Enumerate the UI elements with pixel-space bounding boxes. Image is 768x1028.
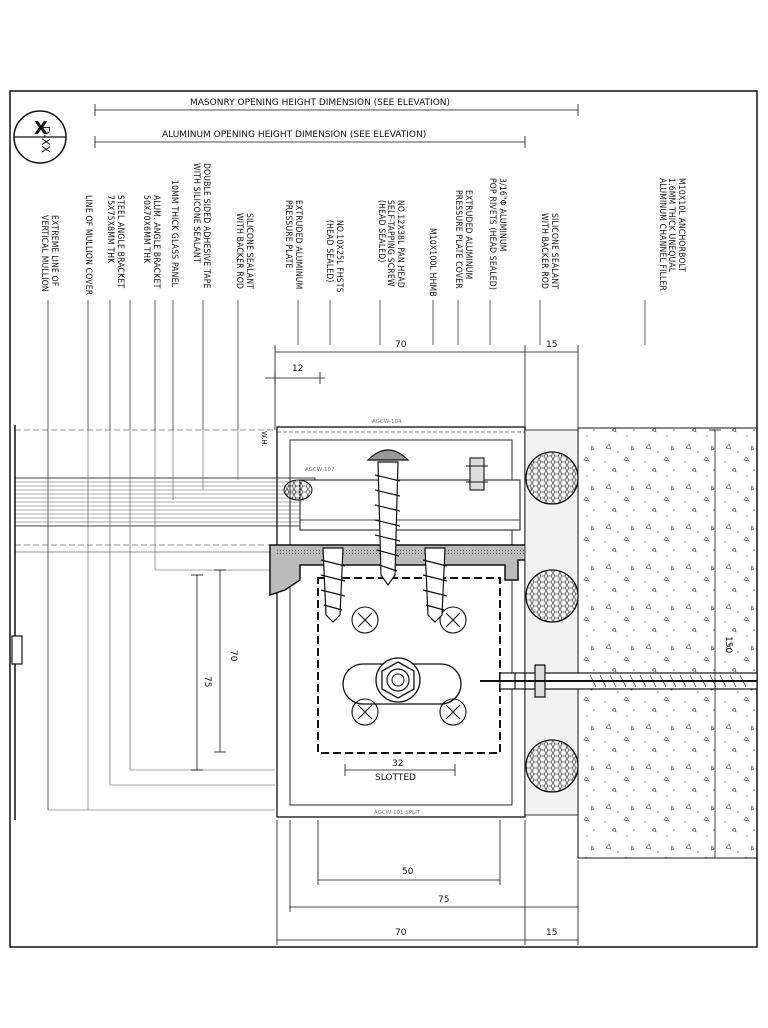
dim-left-75: 75 — [202, 676, 212, 688]
glass-panel — [11, 425, 316, 820]
pop-rivet — [466, 457, 488, 491]
callout-fhsts: NO.10x25L FHSTS (HEAD SEALED) — [324, 220, 345, 293]
callout-hhmb: M10x100L HHMB — [427, 228, 437, 297]
slotted-hole — [342, 657, 462, 705]
angle-bracket — [317, 577, 501, 754]
dim-slotted: SLOTTED — [375, 773, 416, 783]
detail-ref: D-XX — [39, 126, 52, 153]
dim-top-70: 70 — [395, 340, 407, 350]
profile-tag-mid: AGCW-107 — [305, 467, 335, 473]
detail-number: X — [34, 118, 48, 139]
callout-alum-bracket: ALUM. ANGLE BRACKET 50x70x6mm THK — [141, 195, 162, 289]
concrete-wall — [577, 427, 758, 859]
callout-extreme-line: EXTREME LINE OF VERTICAL MULLION — [39, 215, 60, 292]
top-dimension-lines — [94, 104, 579, 148]
dim-top-15: 15 — [546, 340, 558, 350]
dim-left-lines — [191, 569, 456, 776]
dim-top-lines — [265, 345, 579, 430]
callout-pressure-plate: EXTRUDED ALUMINUM PRESSURE PLATE — [283, 200, 304, 290]
dim-bottom-70: 70 — [395, 928, 407, 938]
dim-bottom-lines — [276, 820, 579, 945]
dim-left-70: 70 — [228, 650, 238, 662]
profile-tag-top: AGCW-104 — [372, 419, 402, 425]
callout-pop-rivets: 3/16"Φ ALUMINUM POP RIVETS (HEAD SEALED) — [487, 178, 508, 291]
dim-right-150: 150 — [723, 636, 733, 654]
profile-tag-bottom: AGCW-101 SPLIT — [374, 810, 421, 816]
callout-steel-bracket: STEEL ANGLE BRACKET 75x75x8mm THK — [105, 195, 126, 289]
dim-bottom-50: 50 — [402, 867, 414, 877]
masonry-dim-label: MASONRY OPENING HEIGHT DIMENSION (SEE EL… — [190, 98, 451, 108]
detail-tag — [13, 110, 67, 164]
wh-tag: W.H. — [260, 431, 268, 447]
callout-adhesive-tape: DOUBLE SIDED ADHESIVE TAPE WITH SILICONE… — [191, 163, 212, 289]
aluminum-dim-label: ALUMINUM OPENING HEIGHT DIMENSION (SEE E… — [162, 130, 427, 140]
callout-silicone-sealant-1: SILICONE SEALANT WITH BACKER ROD — [234, 213, 255, 290]
backer-rods — [283, 429, 579, 816]
callout-glass-panel: 10mm THICK GLASS PANEL — [169, 180, 179, 288]
cross-screws — [351, 606, 467, 726]
callout-pan-head: NO.12x38L PAN HEAD SELF-TAPPING SCREW (H… — [376, 200, 405, 288]
anchor-bolt — [480, 664, 758, 698]
dim-bottom-15: 15 — [546, 928, 558, 938]
dim-top-12: 12 — [292, 364, 304, 374]
dim-slot-32: 32 — [392, 759, 404, 769]
callout-plate-cover: EXTRUDED ALUMINUM PRESSURE PLATE COVER — [453, 190, 474, 289]
callout-mullion-cover: LINE OF MULLION COVER — [83, 195, 93, 296]
callout-silicone-sealant-2: SILICONE SEALANT WITH BACKER ROD — [539, 213, 560, 290]
guide-lines — [48, 430, 275, 811]
dim-right-lines — [709, 429, 721, 859]
callout-leaders — [47, 300, 646, 810]
callout-anchor-bolt: M10x10L ANCHORBOLT 1.6mm THICK UNEQUAL A… — [657, 178, 686, 292]
self-tapping-screws — [320, 449, 448, 623]
dim-bottom-75: 75 — [438, 895, 450, 905]
